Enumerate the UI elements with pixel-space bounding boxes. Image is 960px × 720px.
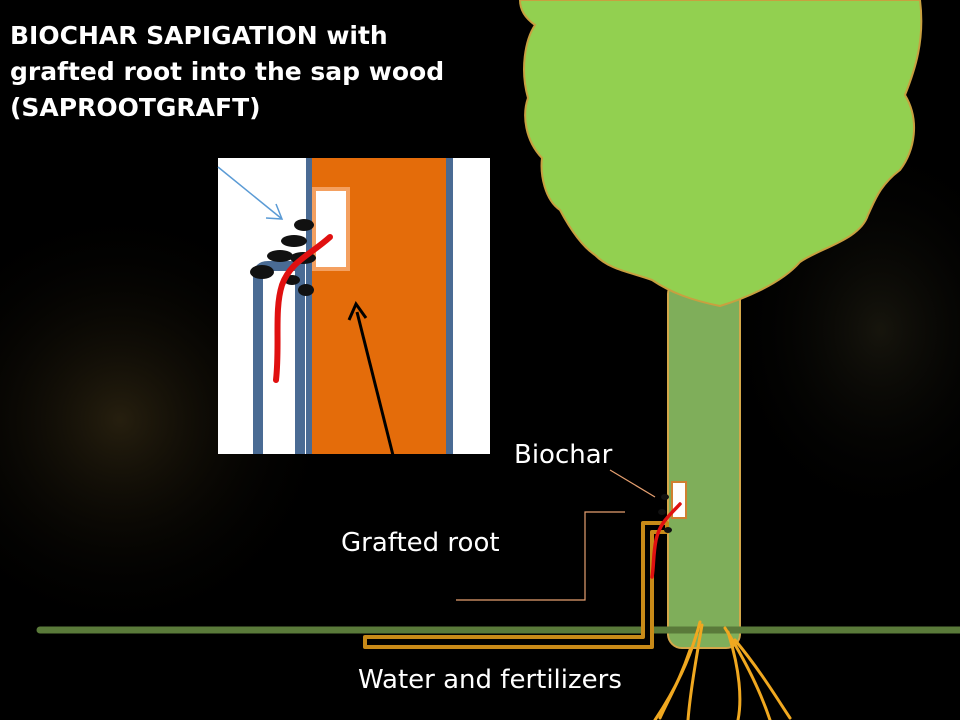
title-line-2: grafted root into the sap wood xyxy=(10,57,445,86)
biochar-label: Biochar xyxy=(514,440,613,470)
tree-trunk xyxy=(667,279,741,649)
inset-blue-arrow-head xyxy=(265,203,284,220)
inset-bark-right xyxy=(446,158,453,454)
water-fertilizers-label: Water and fertilizers xyxy=(358,665,622,695)
tree-canopy xyxy=(518,0,923,308)
grafted-root-black-arrow-head xyxy=(347,300,368,321)
inset-biochar-slot xyxy=(312,187,350,271)
inset-bark-left xyxy=(306,158,312,454)
trunk-grafted-root xyxy=(650,502,682,579)
grafted-root-black-arrow xyxy=(355,311,410,516)
title-line-1: BIOCHAR SAPIGATION with xyxy=(10,21,388,50)
title-line-3: (SAPROOTGRAFT) xyxy=(10,93,261,122)
water-fertilizer-tube xyxy=(363,521,669,649)
tree-roots xyxy=(653,620,792,720)
inset-blue-arrow xyxy=(217,166,283,220)
inset-grafted-root xyxy=(273,234,333,383)
diagram-title: BIOCHAR SAPIGATION with grafted root int… xyxy=(10,18,530,126)
trunk-biochar-dots xyxy=(658,494,672,533)
inset-biochar-dots xyxy=(250,219,316,296)
grafted-root-label: Grafted root xyxy=(341,528,500,558)
biochar-callout-line xyxy=(609,469,656,498)
grafted-root-callout-line xyxy=(456,511,625,601)
